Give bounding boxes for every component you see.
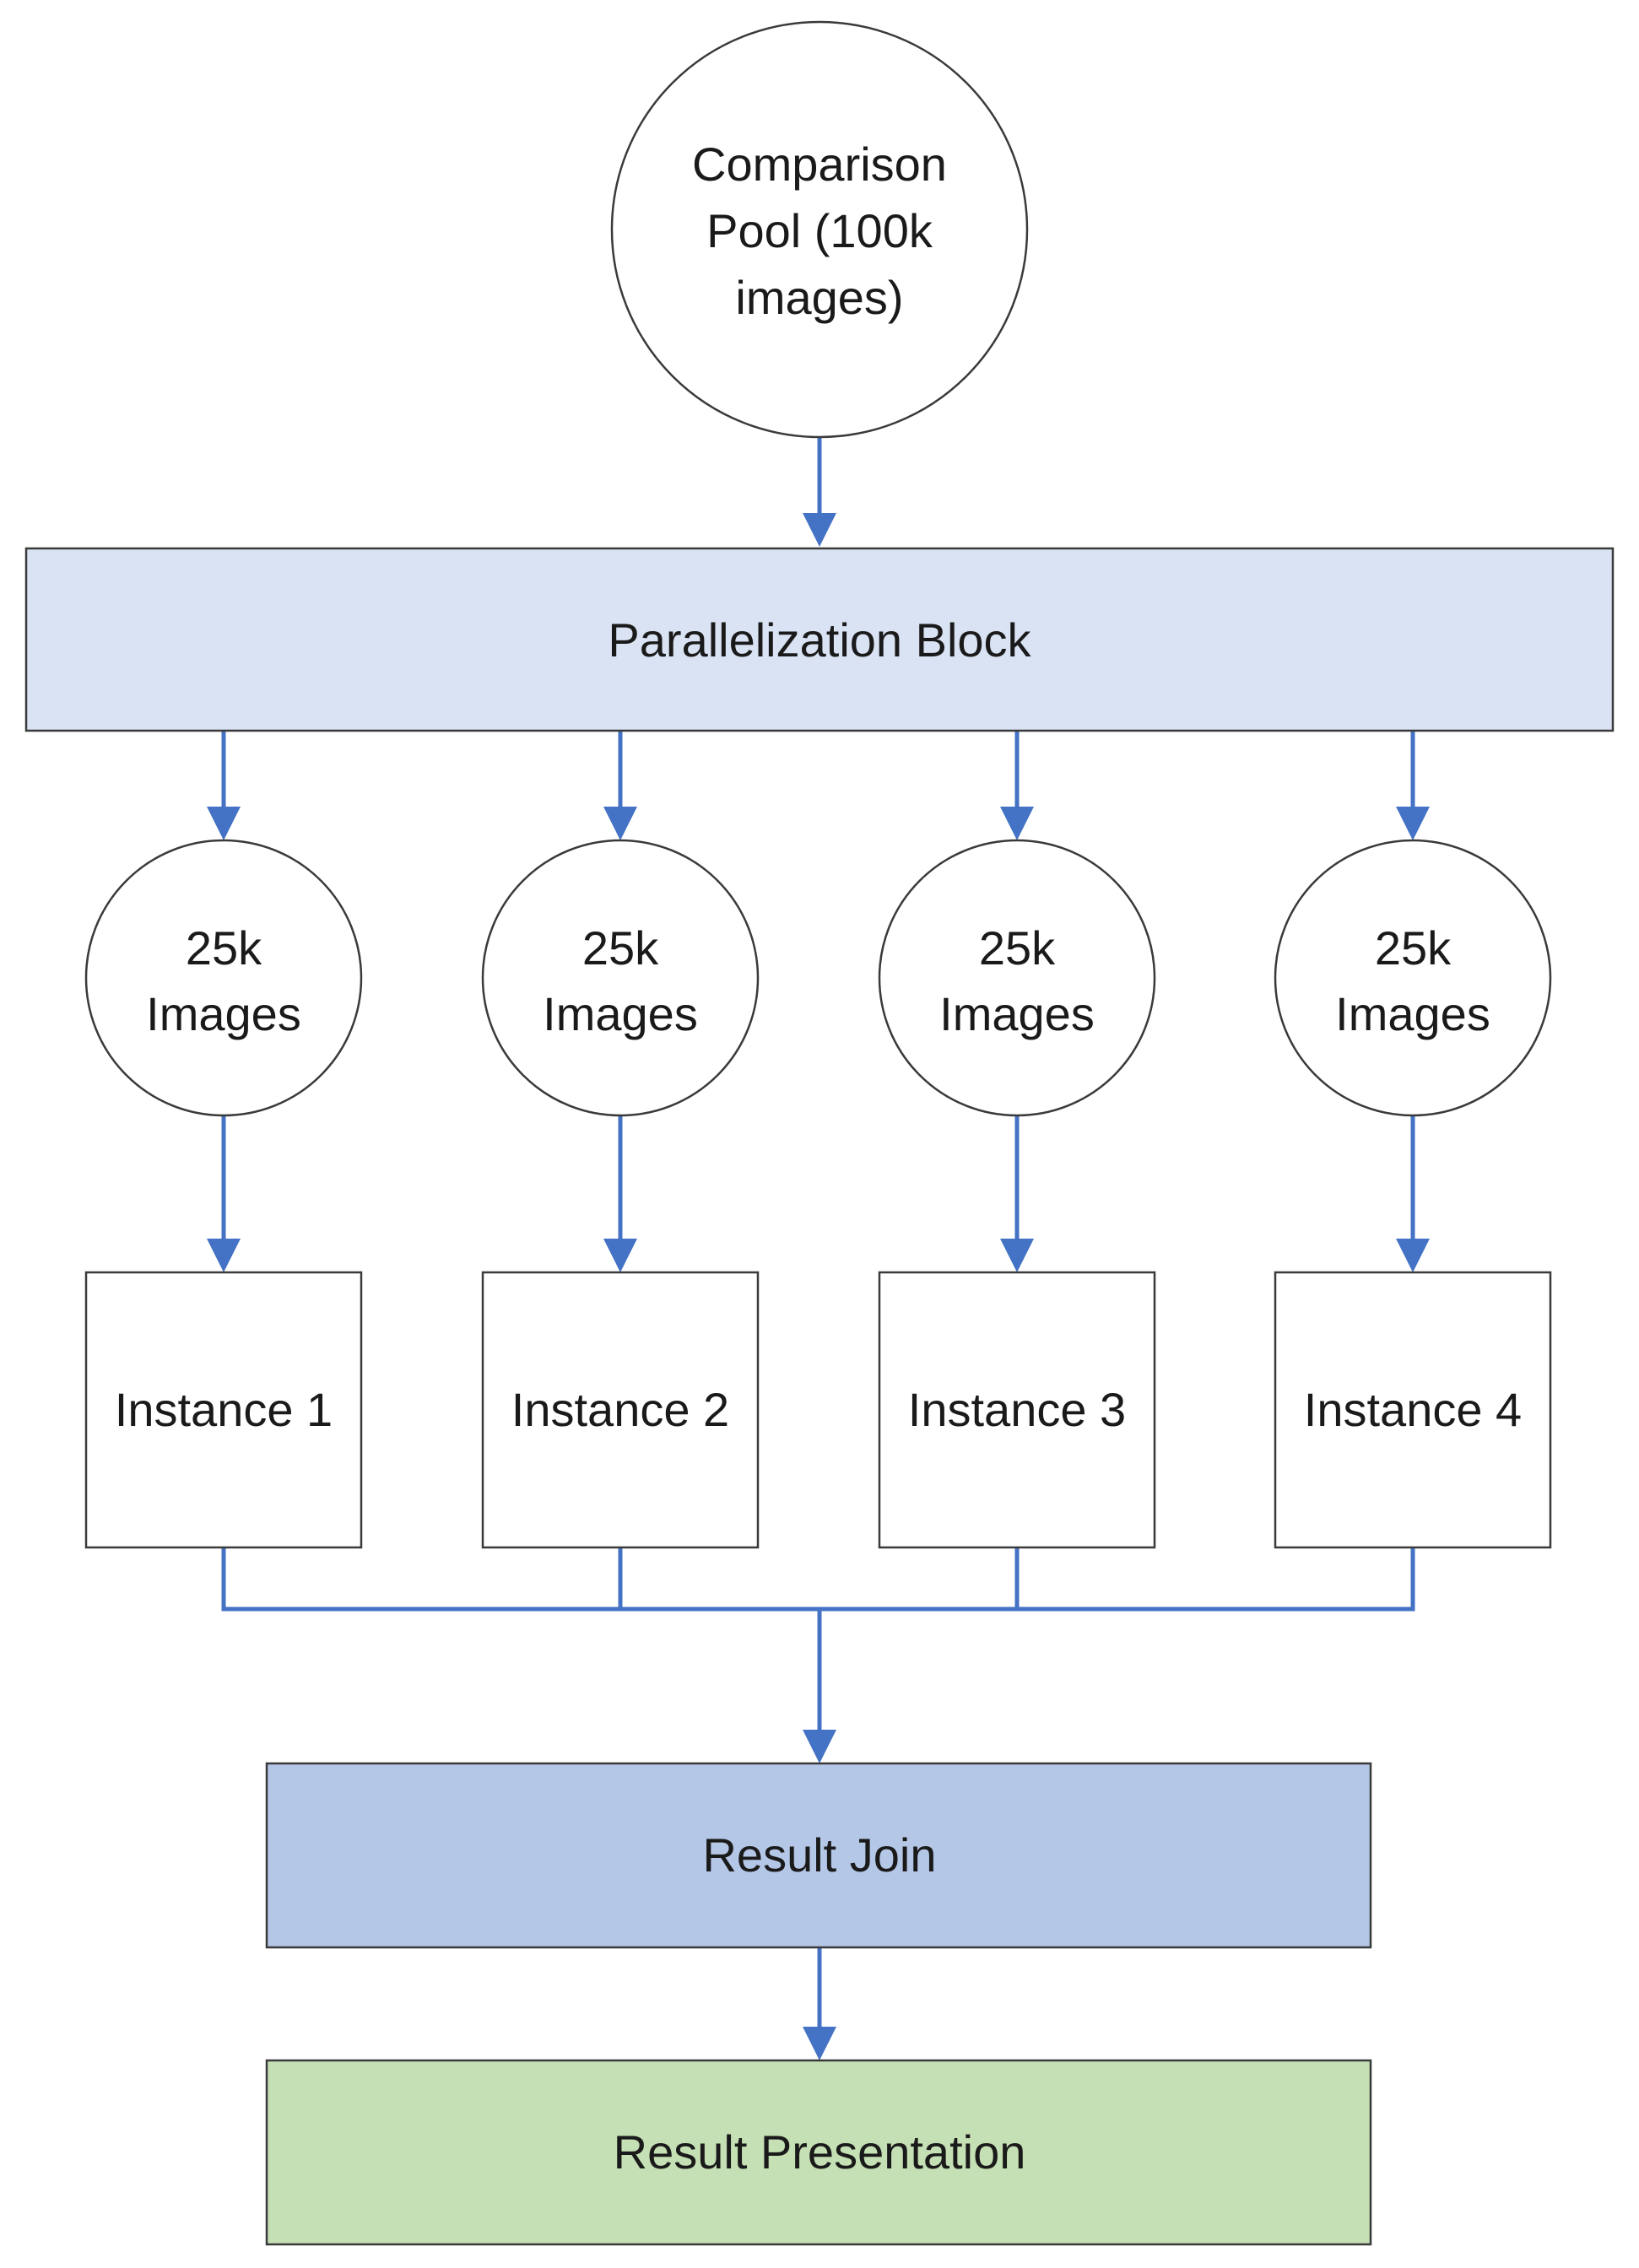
instance-rect-4 <box>1274 1271 1552 1549</box>
arrowhead-join-to-presentation <box>803 2027 836 2060</box>
shard-3-label-line-1: 25k <box>979 921 1056 975</box>
parallelization-block-label: Parallelization Block <box>608 613 1031 667</box>
instance-rect-3 <box>878 1271 1156 1549</box>
arrowhead-pool-to-parallel <box>803 513 836 547</box>
instance-node-1: Instance 1 <box>84 1271 363 1549</box>
shard-node-1: 25k Images <box>84 839 363 1117</box>
arrowhead-shard-1-to-instance-1 <box>207 1239 241 1272</box>
instance-rect-2 <box>481 1271 760 1549</box>
arrowhead-parallel-to-shard-1 <box>207 807 241 840</box>
shard-node-4: 25k Images <box>1274 839 1552 1117</box>
instance-3-label: Instance 3 <box>908 1383 1126 1436</box>
comparison-pool-node: Comparison Pool (100k images) <box>610 20 1029 439</box>
arrowhead-parallel-to-shard-3 <box>1000 807 1034 840</box>
arrowhead-shard-4-to-instance-4 <box>1396 1239 1430 1272</box>
arrowhead-parallel-to-shard-2 <box>603 807 637 840</box>
comparison-pool-label-line-1: Comparison <box>692 138 947 191</box>
arrowhead-merge-to-join <box>803 1730 836 1763</box>
shard-1-label-line-1: 25k <box>186 921 262 975</box>
shard-node-3: 25k Images <box>878 839 1156 1117</box>
arrowhead-shard-3-to-instance-3 <box>1000 1239 1034 1272</box>
comparison-pool-label-line-2: Pool (100k <box>706 204 933 257</box>
instance-rect-1 <box>84 1271 363 1549</box>
connectors <box>207 437 1430 2060</box>
comparison-pool-circle <box>610 20 1029 439</box>
result-presentation-rect <box>265 2059 1372 2246</box>
shard-circle-1 <box>84 839 363 1117</box>
instance-1-label: Instance 1 <box>115 1383 333 1436</box>
shard-node-2: 25k Images <box>481 839 760 1117</box>
shard-2-label-line-2: Images <box>543 987 698 1040</box>
shard-4-label-line-2: Images <box>1335 987 1490 1040</box>
parallelization-block-node: Parallelization Block <box>24 547 1615 732</box>
instance-4-label: Instance 4 <box>1304 1383 1522 1436</box>
shard-1-label-line-2: Images <box>146 987 301 1040</box>
arrowhead-parallel-to-shard-4 <box>1396 807 1430 840</box>
result-presentation-label: Result Presentation <box>614 2125 1026 2179</box>
result-join-label: Result Join <box>702 1828 936 1882</box>
comparison-pool-label-line-3: images) <box>735 271 903 324</box>
shard-3-label-line-2: Images <box>939 987 1095 1040</box>
result-presentation-node: Result Presentation <box>265 2059 1372 2246</box>
shard-circle-3 <box>878 839 1156 1117</box>
instance-node-3: Instance 3 <box>878 1271 1156 1549</box>
shard-circle-4 <box>1274 839 1552 1117</box>
instance-node-4: Instance 4 <box>1274 1271 1552 1549</box>
shard-2-label-line-1: 25k <box>582 921 659 975</box>
shard-circle-2 <box>481 839 760 1117</box>
instance-2-label: Instance 2 <box>511 1383 729 1436</box>
arrowhead-shard-2-to-instance-2 <box>603 1239 637 1272</box>
instance-node-2: Instance 2 <box>481 1271 760 1549</box>
shard-4-label-line-1: 25k <box>1375 921 1452 975</box>
parallelization-block-rect <box>24 547 1615 732</box>
result-join-node: Result Join <box>265 1762 1372 1949</box>
result-join-rect <box>265 1762 1372 1949</box>
